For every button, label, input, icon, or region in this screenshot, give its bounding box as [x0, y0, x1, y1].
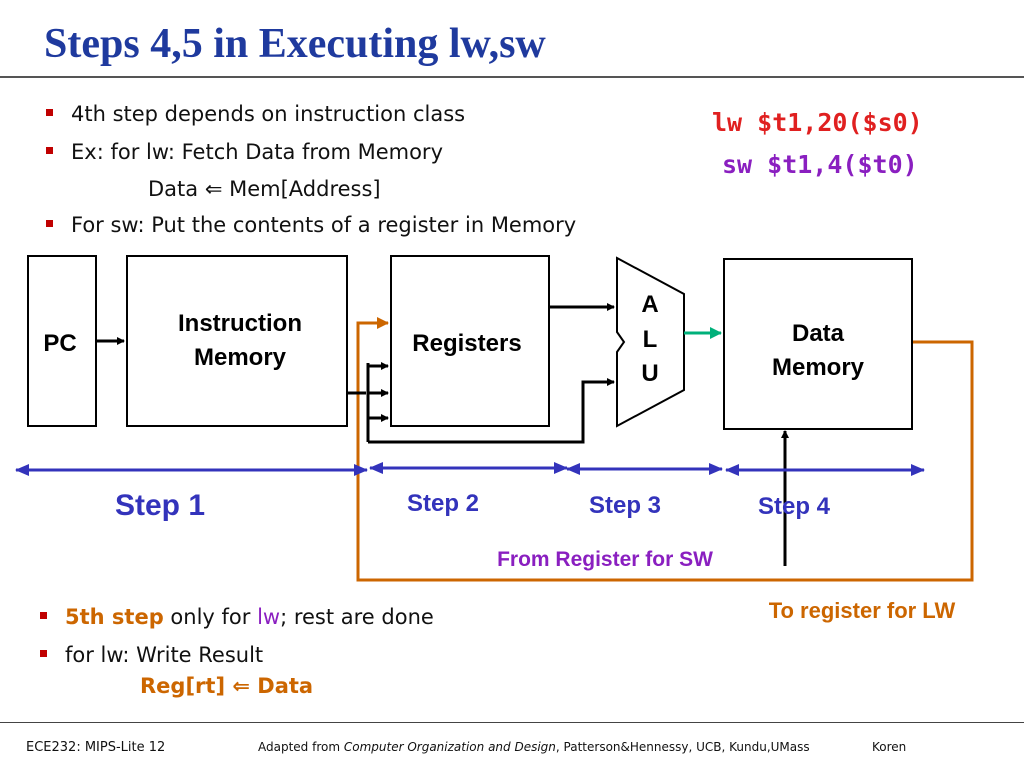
step1-label: Step 1 [115, 489, 205, 522]
indent-line: Data ⇐ Mem[Address] [148, 177, 381, 201]
bullet-square-icon [46, 108, 53, 116]
code-lw: lw $t1,20($s0) [712, 108, 923, 137]
bullet-item: 5th step only for lw; rest are done [40, 605, 434, 629]
footer-left: ECE232: MIPS-Lite 12 [26, 740, 166, 755]
bullet-item: for lw: Write Result [40, 643, 263, 667]
step3-label: Step 3 [589, 492, 661, 519]
footer-divider [0, 722, 1024, 723]
registers-label: Registers [412, 330, 521, 357]
bullet-item: For sw: Put the contents of a register i… [46, 213, 576, 237]
footer-credit: Adapted from Computer Organization and D… [258, 740, 810, 754]
pc-box [27, 255, 97, 427]
alu-label-a: A [641, 291, 658, 318]
step4-label: Step 4 [758, 493, 831, 520]
slide-title: Steps 4,5 in Executing lw,sw [44, 21, 546, 67]
to-register-lw-label: To register for LW [769, 598, 956, 623]
lw-writeback-wire [356, 317, 974, 582]
alu-shape [616, 256, 685, 428]
bullet-item: 4th step depends on instruction class [46, 102, 465, 126]
instruction-memory-box [126, 255, 348, 427]
bullet-square-icon [40, 649, 47, 657]
step2-label: Step 2 [407, 490, 479, 517]
left-double-arrow-icon: ⇐ [232, 674, 250, 698]
data-memory-box [723, 258, 913, 430]
pc-label: PC [43, 330, 76, 357]
alu-label-l: L [643, 326, 658, 353]
registers-box [390, 255, 550, 427]
bullet-square-icon [46, 146, 53, 154]
reg-result-line: Reg[rt] ⇐ Data [140, 674, 314, 698]
from-register-sw-label: From Register for SW [497, 548, 713, 571]
alu-label-u: U [641, 360, 658, 387]
bullet-square-icon [40, 611, 47, 619]
footer-author: Koren [872, 740, 907, 754]
imem-label-1: Instruction [178, 310, 302, 337]
dmem-label-2: Memory [772, 354, 865, 381]
bullet-square-icon [46, 219, 53, 227]
code-sw: sw $t1,4($t0) [722, 150, 918, 179]
left-double-arrow-icon: ⇐ [204, 177, 223, 201]
bullet-item: Ex: for lw: Fetch Data from Memory [46, 140, 443, 164]
dmem-label-1: Data [792, 320, 845, 347]
title-divider [0, 76, 1024, 78]
imem-label-2: Memory [194, 344, 287, 371]
